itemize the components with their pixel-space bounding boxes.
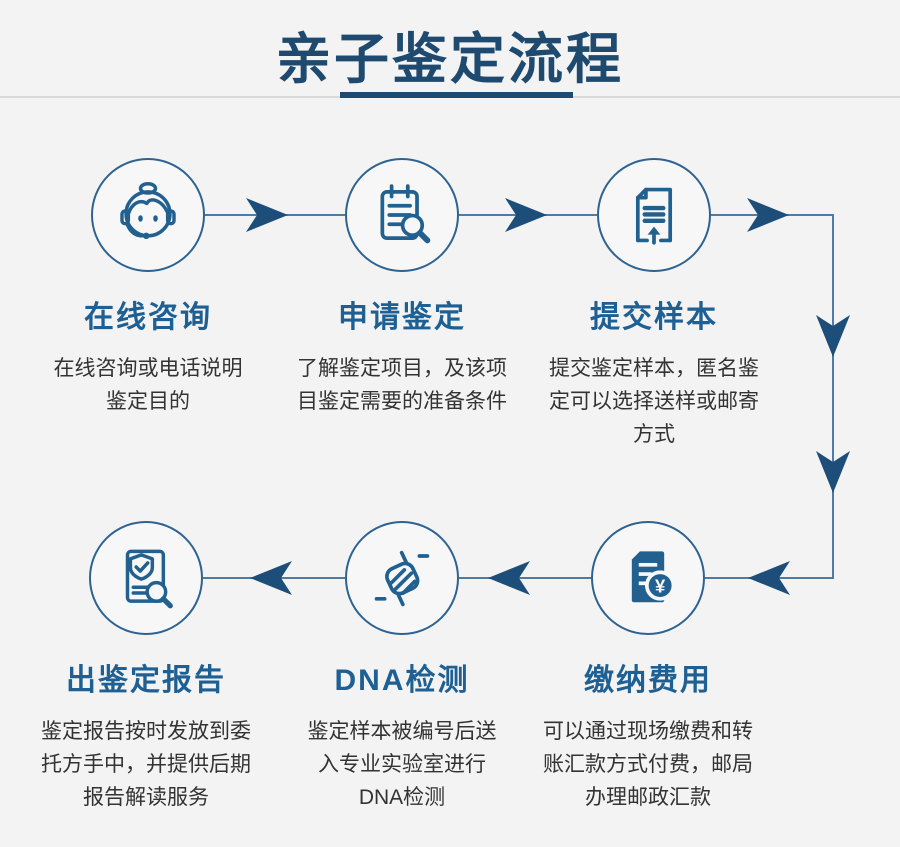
step-description: 可以通过现场缴费和转 账汇款方式付费，邮局 办理邮政汇款 [543,720,753,809]
step-apply: 申请鉴定 了解鉴定项目，及该项 目鉴定需要的准备条件 [262,158,542,418]
step-description: 了解鉴定项目，及该项 目鉴定需要的准备条件 [297,357,507,413]
customer-service-icon [120,182,176,240]
svg-text:¥: ¥ [655,575,666,596]
step-title: 缴纳费用 [584,664,712,697]
step-pay-fee: ¥ 缴纳费用 可以通过现场缴费和转 账汇款方式付费，邮局 办理邮政汇款 [508,521,788,814]
invoice-yuan-icon: ¥ [631,551,676,603]
step-title: 提交样本 [590,301,718,334]
step-title: DNA检测 [334,664,470,697]
step-circle [91,158,205,272]
step-description: 鉴定样本被编号后送 入专业实验室进行 DNA检测 [307,720,497,809]
step-description: 在线咨询或电话说明 鉴定目的 [53,357,243,413]
document-upload-icon [635,187,673,245]
step-circle [89,521,203,635]
clipboard-search-icon [380,184,431,244]
step-description: 鉴定报告按时发放到委 托方手中，并提供后期 报告解读服务 [41,720,251,809]
step-title: 申请鉴定 [338,301,466,334]
step-title: 在线咨询 [84,301,212,334]
step-dna-test: DNA检测 鉴定样本被编号后送 入专业实验室进行 DNA检测 [262,521,542,814]
step-circle [345,158,459,272]
dna-icon [374,550,430,607]
step-submit-sample: 提交样本 提交鉴定样本，匿名鉴 定可以选择送样或邮寄 方式 [514,158,794,451]
step-circle: ¥ [591,521,705,635]
page-title: 亲子鉴定流程 [275,28,624,90]
step-circle [345,521,459,635]
title-underline [340,92,573,98]
report-verified-icon [125,549,173,609]
step-report: 出鉴定报告 鉴定报告按时发放到委 托方手中，并提供后期 报告解读服务 [6,521,286,814]
step-circle [597,158,711,272]
step-online-consult: 在线咨询 在线咨询或电话说明 鉴定目的 [8,158,288,418]
step-description: 提交鉴定样本，匿名鉴 定可以选择送样或邮寄 方式 [549,357,759,446]
step-title: 出鉴定报告 [66,664,226,697]
